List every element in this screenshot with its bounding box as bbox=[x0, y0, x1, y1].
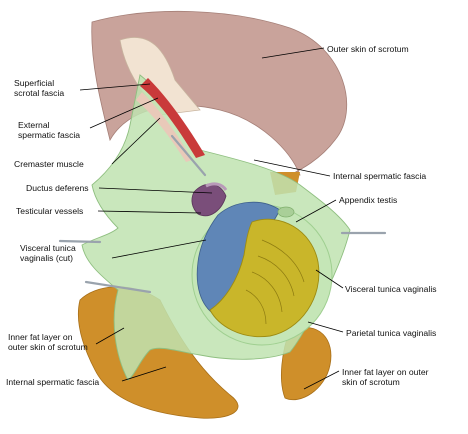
leader-lines bbox=[79, 47, 344, 390]
label-superficial-fascia: Superficial scrotal fascia bbox=[14, 78, 65, 98]
testis-lobules bbox=[245, 239, 305, 325]
label-inner-fat-right: Inner fat layer on outer skin of scrotum bbox=[342, 367, 429, 387]
label-ductus-deferens: Ductus deferens bbox=[26, 183, 89, 193]
label-cremaster: Cremaster muscle bbox=[14, 159, 84, 169]
skin-flap bbox=[119, 37, 201, 116]
label-visceral-tunica: Visceral tunica vaginalis bbox=[345, 284, 437, 294]
ductus-deferens-shape bbox=[205, 182, 228, 191]
label-parietal-tunica: Parietal tunica vaginalis bbox=[346, 328, 437, 338]
label-visceral-tunica-cut: Visceral tunica vaginalis (cut) bbox=[20, 243, 76, 263]
label-external-fascia: External spermatic fascia bbox=[18, 120, 81, 140]
cremaster-band bbox=[140, 78, 205, 158]
dissection-pins bbox=[58, 134, 387, 294]
appendix-testis-shape bbox=[277, 206, 295, 218]
label-outer-skin: Outer skin of scrotum bbox=[327, 44, 409, 54]
label-inner-fat-left: Inner fat layer on outer skin of scrotum bbox=[8, 332, 88, 352]
label-appendix-testis: Appendix testis bbox=[339, 195, 398, 205]
label-internal-fascia-left: Internal spermatic fascia bbox=[6, 377, 100, 387]
testis-shape bbox=[209, 218, 320, 338]
label-testicular-vessels: Testicular vessels bbox=[16, 206, 84, 216]
label-internal-fascia-right: Internal spermatic fascia bbox=[333, 171, 427, 181]
